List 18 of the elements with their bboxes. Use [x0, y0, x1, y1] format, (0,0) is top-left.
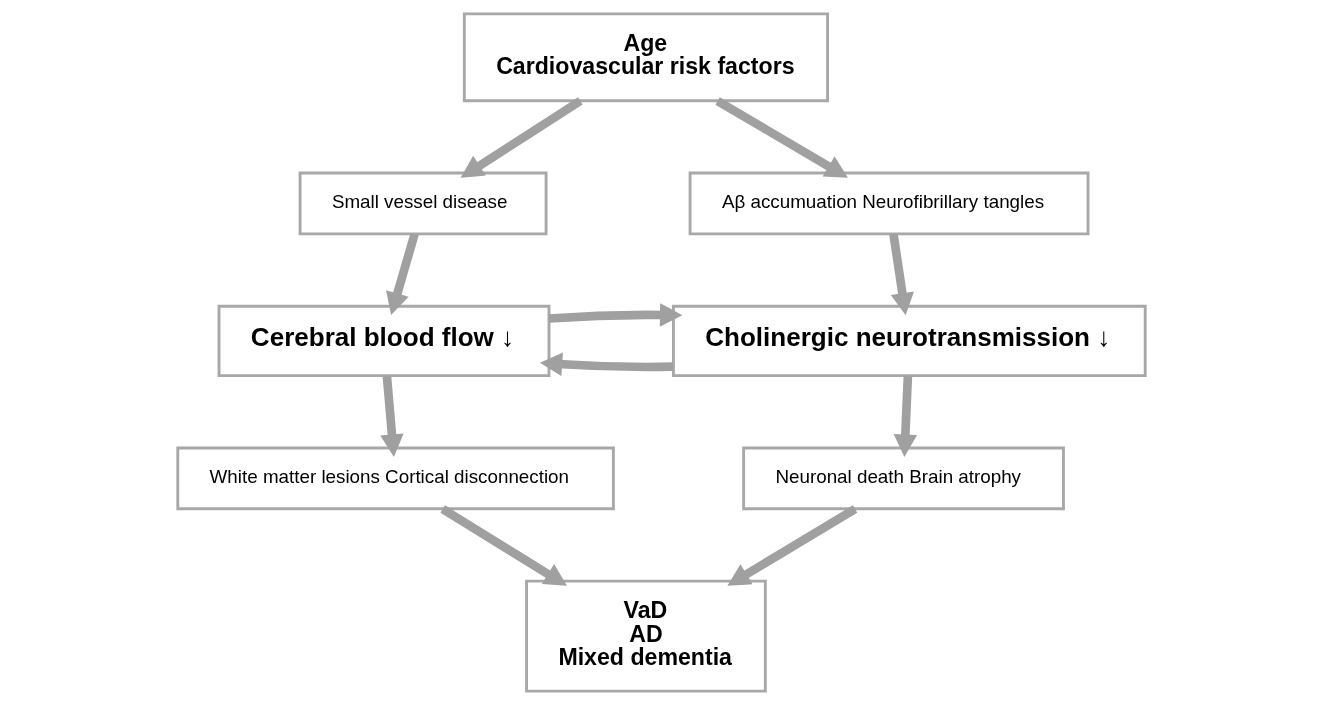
arrow — [893, 376, 917, 457]
node-box: Aβ accumuation Neurofibrillary tangles — [688, 171, 1089, 236]
node-box: White matter lesions Cortical disconnection — [175, 446, 615, 511]
node-box: Age Cardiovascular risk factors — [462, 12, 829, 103]
arrow — [888, 233, 914, 316]
node-box: Cerebral blood flow ↓ — [217, 304, 550, 378]
arrow — [714, 97, 848, 178]
arrow — [460, 97, 583, 178]
node-box: Cholinergic neurotransmission ↓ — [671, 304, 1147, 378]
arrow — [439, 505, 567, 586]
arrow — [726, 505, 857, 586]
arrow — [385, 232, 419, 315]
arrow — [379, 375, 404, 457]
node-box: Neuronal death Brain atrophy — [741, 446, 1065, 511]
arrow — [548, 303, 682, 327]
arrow — [539, 352, 673, 376]
node-box: VaD AD Mixed dementia — [524, 579, 767, 693]
node-box: Small vessel disease — [298, 171, 548, 236]
